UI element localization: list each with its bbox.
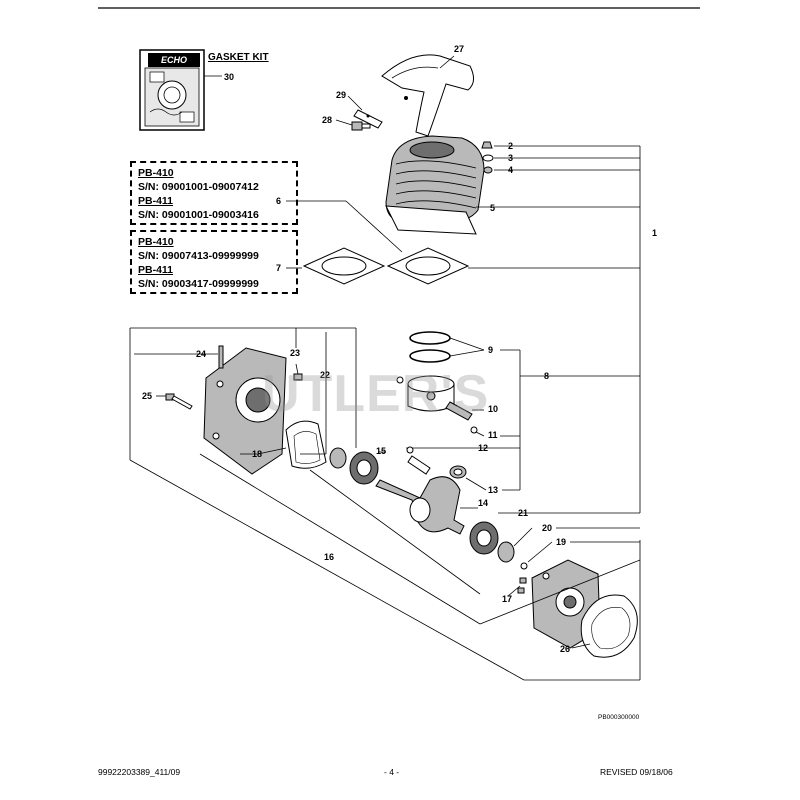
heat-shield-part: [381, 54, 474, 137]
callout-4: 4: [508, 165, 513, 175]
callout-17: 17: [502, 594, 512, 604]
piston-part: [407, 375, 455, 412]
watermark: UTLER'S: [262, 365, 490, 423]
callout-14: 14: [478, 498, 488, 508]
callout-15: 15: [376, 446, 386, 456]
callout-13: 13: [488, 485, 498, 495]
callout-9: 9: [488, 345, 493, 355]
callout-2: 2: [508, 141, 513, 151]
plate-part: [353, 109, 383, 129]
callout-8: 8: [544, 371, 549, 381]
serial-box-1-model-a: PB-410: [138, 167, 174, 179]
callout-27: 27: [454, 44, 464, 54]
figure-code: PB000300000: [598, 714, 640, 721]
callout-1: 1: [652, 228, 657, 238]
serial-box-1-sn-a: S/N: 09001001-09007412: [138, 181, 259, 193]
bolt-part: [351, 121, 371, 131]
serial-box-2: PB-410 S/N: 09007413-09999999 PB-411 S/N…: [130, 230, 298, 294]
footer-right: REVISED 09/18/06: [600, 767, 673, 777]
bearing-21-part: [469, 521, 499, 555]
callout-10: 10: [488, 404, 498, 414]
callout-5: 5: [490, 203, 495, 213]
serial-box-1-model-b: PB-411: [138, 195, 174, 207]
gasket-kit-thumbnail: [144, 67, 200, 127]
gasket-18-part: [285, 420, 327, 469]
gasket-6-part: [386, 247, 470, 285]
callout-28: 28: [322, 115, 332, 125]
seal-left-part: [329, 447, 347, 469]
echo-logo: ECHO: [148, 53, 200, 67]
crankcase-left-part: [203, 347, 287, 475]
piston-rings-part: [409, 331, 451, 363]
seal-20-part: [497, 541, 515, 563]
callout-26: 26: [560, 644, 570, 654]
callout-11: 11: [488, 430, 498, 440]
callout-21: 21: [518, 508, 528, 518]
serial-box-1: PB-410 S/N: 09001001-09007412 PB-411 S/N…: [130, 161, 298, 225]
bolt-17-part: [517, 577, 527, 594]
clip-part: [396, 376, 404, 384]
callout-30: 30: [224, 72, 234, 82]
callout-29: 29: [336, 90, 346, 100]
needle-bearing-part: [449, 465, 467, 479]
stud-part: [218, 345, 224, 369]
bolt-25-part: [165, 393, 193, 410]
serial-box-2-sn-a: S/N: 09007413-09999999: [138, 250, 259, 262]
callout-3: 3: [508, 153, 513, 163]
callout-24: 24: [196, 349, 206, 359]
serial-box-2-model-a: PB-410: [138, 236, 174, 248]
clip-part-2: [470, 426, 478, 434]
footer-center: - 4 -: [384, 767, 400, 777]
gasket-7-part: [302, 247, 386, 285]
serial-box-2-sn-b: S/N: 09003417-09999999: [138, 278, 259, 290]
serial-box-2-model-b: PB-411: [138, 264, 174, 276]
bearing-15-part: [349, 451, 379, 485]
washer-part: [406, 446, 414, 454]
dowel-19-part: [520, 562, 528, 570]
callout-20: 20: [542, 523, 552, 533]
callout-23: 23: [290, 348, 300, 358]
callout-25: 25: [142, 391, 152, 401]
callout-16: 16: [324, 552, 334, 562]
callout-6: 6: [276, 196, 281, 206]
callout-22: 22: [320, 370, 330, 380]
serial-box-1-sn-b: S/N: 09001001-09003416: [138, 209, 259, 221]
spark-plug-part: [481, 141, 494, 174]
callout-18: 18: [252, 449, 262, 459]
footer-left: 99922203389_411/09: [98, 767, 181, 777]
piston-pin-part: [445, 401, 473, 421]
callout-12: 12: [478, 443, 488, 453]
callout-19: 19: [556, 537, 566, 547]
gasket-26-part: [580, 594, 638, 658]
callout-7: 7: [276, 263, 281, 273]
crankshaft-part: [375, 455, 465, 535]
gasket-kit-title: GASKET KIT: [208, 52, 269, 63]
cylinder-part: [385, 135, 485, 235]
